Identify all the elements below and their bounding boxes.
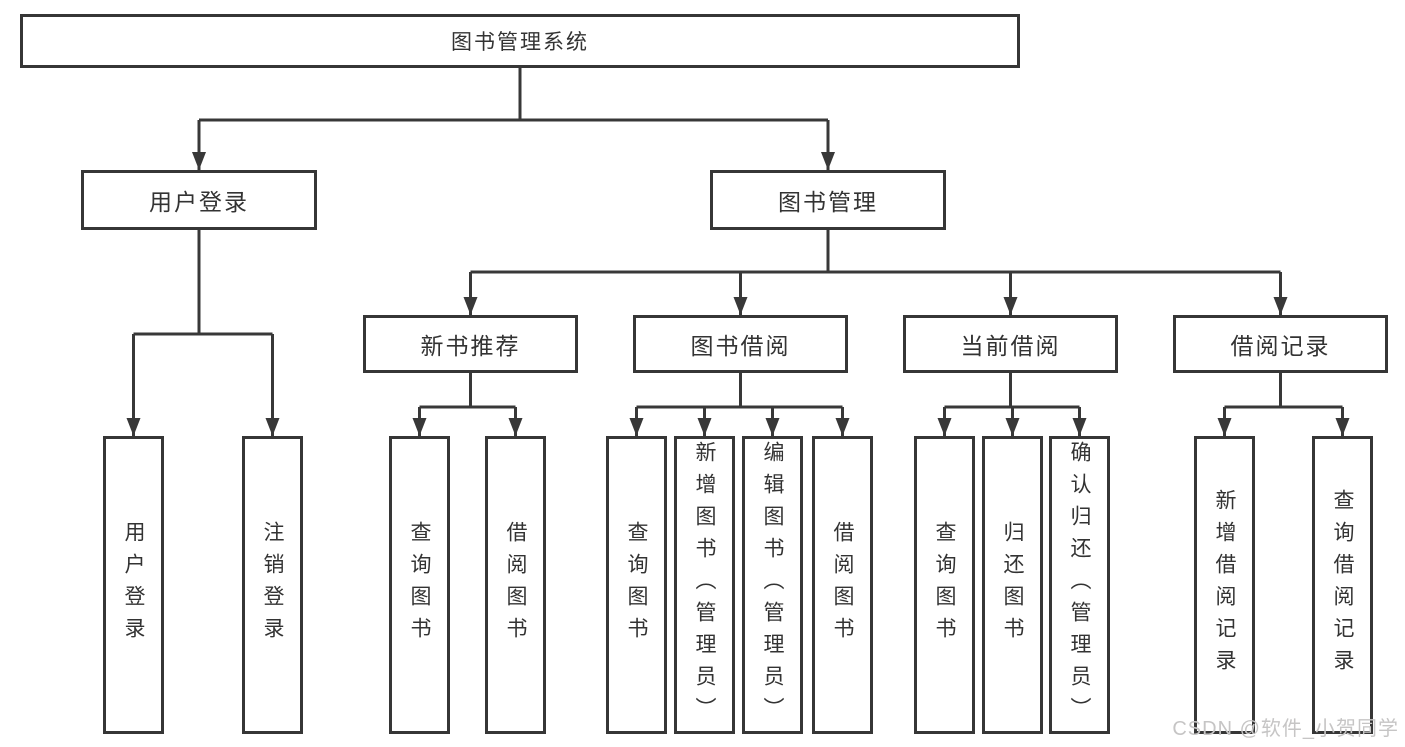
node-label: 编辑图书（管理员）	[761, 441, 784, 729]
node-label: 借阅图书	[831, 521, 854, 649]
leaf-confirm-return-admin: 确认归还（管理员）	[1049, 436, 1110, 734]
node-book-borrow: 图书借阅	[633, 315, 848, 373]
leaf-query-books-current: 查询图书	[914, 436, 975, 734]
node-label: 图书管理系统	[451, 31, 589, 54]
leaf-query-books-borrow: 查询图书	[606, 436, 667, 734]
node-label: 图书借阅	[690, 333, 791, 359]
node-label: 用户登录	[149, 189, 249, 215]
leaf-query-borrow-record: 查询借阅记录	[1312, 436, 1373, 734]
node-book-management: 图书管理	[710, 170, 946, 230]
node-new-book-recommend: 新书推荐	[363, 315, 578, 373]
node-label: 查询借阅记录	[1331, 489, 1354, 681]
leaf-query-books-recommend: 查询图书	[389, 436, 450, 734]
leaf-borrow-books: 借阅图书	[812, 436, 873, 734]
node-label: 确认归还（管理员）	[1068, 441, 1091, 729]
node-label: 归还图书	[1001, 521, 1024, 649]
leaf-user-login: 用户登录	[103, 436, 164, 734]
leaf-add-book-admin: 新增图书（管理员）	[674, 436, 735, 734]
node-label: 查询图书	[408, 521, 431, 649]
node-label: 借阅记录	[1230, 333, 1331, 359]
node-label: 查询图书	[625, 521, 648, 649]
node-book-management-system: 图书管理系统	[20, 14, 1020, 68]
node-user-login-module: 用户登录	[81, 170, 317, 230]
leaf-logout: 注销登录	[242, 436, 303, 734]
node-label: 图书管理	[778, 189, 878, 215]
leaf-add-borrow-record: 新增借阅记录	[1194, 436, 1255, 734]
node-label: 用户登录	[122, 521, 145, 649]
node-label: 注销登录	[261, 521, 284, 649]
node-label: 新增图书（管理员）	[693, 441, 716, 729]
node-borrow-records: 借阅记录	[1173, 315, 1388, 373]
csdn-watermark: CSDN @软件_小贺同学	[1172, 718, 1399, 740]
node-label: 查询图书	[933, 521, 956, 649]
arrowheads	[126, 152, 1350, 436]
leaf-return-book: 归还图书	[982, 436, 1043, 734]
node-label: 新书推荐	[420, 333, 521, 359]
node-current-borrow: 当前借阅	[903, 315, 1118, 373]
node-label: 新增借阅记录	[1213, 489, 1236, 681]
node-label: 当前借阅	[960, 333, 1061, 359]
node-label: 借阅图书	[504, 521, 527, 649]
leaf-borrow-books-recommend: 借阅图书	[485, 436, 546, 734]
leaf-edit-book-admin: 编辑图书（管理员）	[742, 436, 803, 734]
